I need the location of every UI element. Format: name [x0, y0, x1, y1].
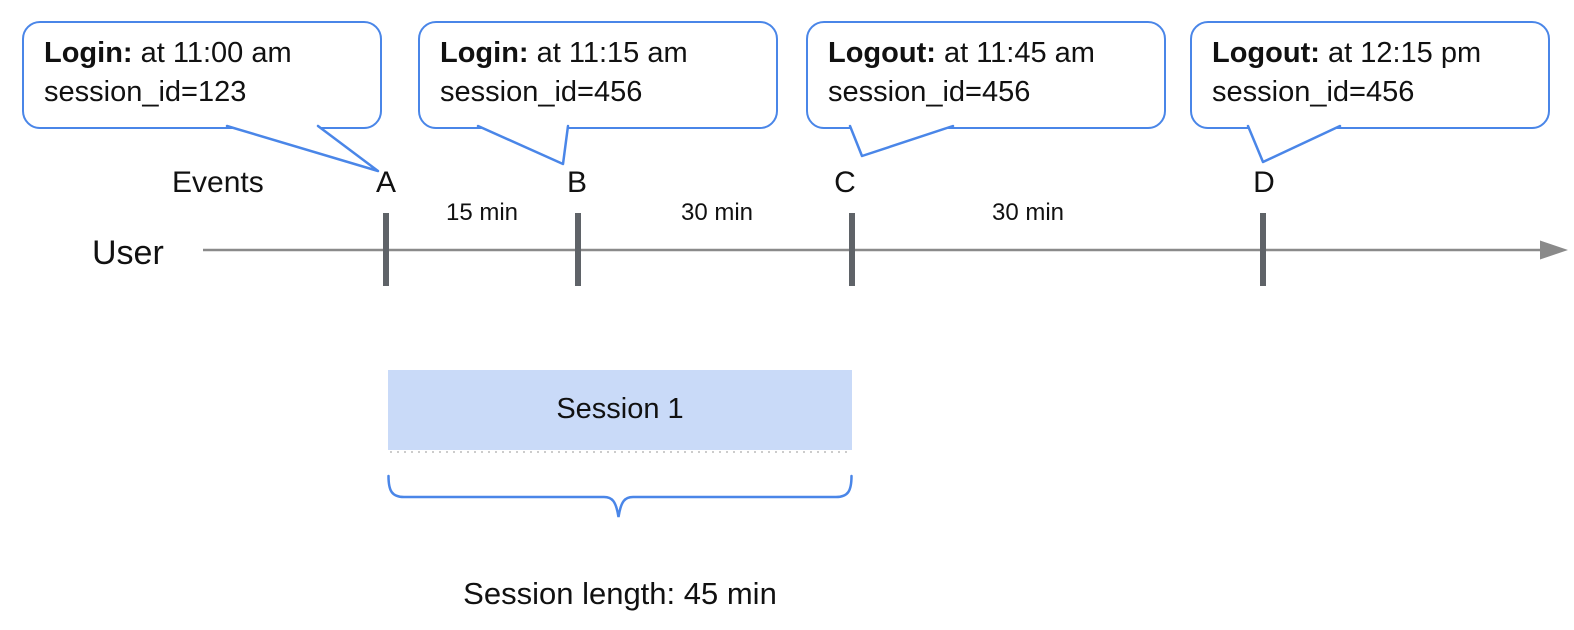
callout-detail: at 11:15 am: [528, 37, 688, 69]
callout-action: Login:: [440, 37, 529, 69]
callout-event-a: Login: at 11:00 am session_id=123: [22, 21, 382, 129]
callout-detail: at 11:00 am: [132, 37, 292, 69]
session-brace: [387, 474, 853, 518]
user-row-label: User: [92, 234, 164, 272]
callout-event-d: Logout: at 12:15 pm session_id=456: [1190, 21, 1550, 129]
callout-tail-a: [225, 124, 380, 173]
callout-action: Login:: [44, 37, 133, 69]
callout-line-1: Login: at 11:00 am: [44, 34, 360, 73]
callout-tail-d: [1246, 124, 1342, 164]
callout-line-1: Logout: at 12:15 pm: [1212, 34, 1528, 73]
event-tick-b: [575, 213, 581, 286]
events-row-label: Events: [172, 166, 264, 199]
callout-session-id: session_id=456: [828, 76, 1031, 108]
callout-line-1: Logout: at 11:45 am: [828, 34, 1144, 73]
event-tick-c: [849, 213, 855, 286]
interval-label-c-d: 30 min: [991, 199, 1065, 226]
session-length-label: Session length: 45 min: [463, 576, 777, 611]
event-label-d: D: [1253, 166, 1275, 199]
interval-label-a-b: 15 min: [445, 199, 519, 226]
callout-event-b: Login: at 11:15 am session_id=456: [418, 21, 778, 129]
session-bar-label: Session 1: [556, 393, 684, 425]
callout-line-1: Login: at 11:15 am: [440, 34, 756, 73]
callout-detail: at 12:15 pm: [1319, 37, 1482, 69]
callout-session-id: session_id=123: [44, 76, 247, 108]
event-label-a: A: [375, 166, 396, 199]
callout-tail-b: [476, 124, 570, 166]
interval-label-b-c: 30 min: [680, 199, 754, 226]
callout-event-c: Logout: at 11:45 am session_id=456: [806, 21, 1166, 129]
timeline-arrowhead-icon: [1540, 240, 1568, 260]
event-tick-a: [383, 213, 389, 286]
event-tick-d: [1260, 213, 1266, 286]
callout-session-id: session_id=456: [440, 76, 643, 108]
event-label-b: B: [566, 166, 587, 199]
callout-detail: at 11:45 am: [935, 37, 1095, 69]
callout-action: Logout:: [828, 37, 936, 69]
callout-tail-c: [848, 124, 955, 158]
event-label-c: C: [834, 166, 856, 199]
callout-session-id: session_id=456: [1212, 76, 1415, 108]
callout-action: Logout:: [1212, 37, 1320, 69]
